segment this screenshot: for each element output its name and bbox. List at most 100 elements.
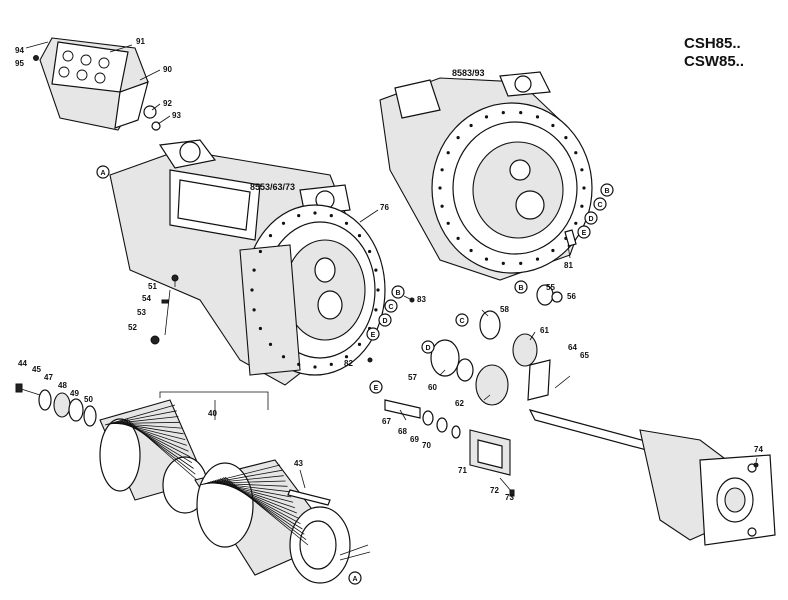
slot-line [104, 404, 176, 426]
marker-e-left: E [366, 327, 380, 341]
bolt-hole [469, 123, 473, 128]
label-69: 69 [410, 435, 419, 444]
label-49: 49 [70, 389, 79, 398]
svg-text:A: A [100, 170, 105, 177]
label-70: 70 [422, 441, 431, 450]
marker-e-right: E [577, 225, 591, 239]
bearing-61-icon [512, 333, 538, 367]
svg-text:B: B [518, 285, 523, 292]
marker-b-right: B [600, 183, 614, 197]
bearing-stack-left [15, 383, 97, 427]
label-55: 55 [546, 283, 555, 292]
small-shaft-parts [384, 399, 461, 439]
bearings-middle [430, 284, 563, 406]
label-54: 54 [142, 294, 151, 303]
washer-56-icon [551, 291, 563, 303]
label-50: 50 [84, 395, 93, 404]
bolt-hole [368, 249, 372, 254]
model-line-2: CSW85.. [684, 53, 744, 70]
slot-line [121, 420, 193, 464]
svg-text:D: D [382, 318, 387, 325]
marker-b-bolt: B [514, 280, 528, 294]
block-71 [469, 429, 515, 497]
label-92: 92 [163, 99, 172, 108]
label-95: 95 [15, 59, 24, 68]
label-52: 52 [128, 323, 137, 332]
label-43: 43 [294, 459, 303, 468]
winding-line [223, 477, 307, 541]
bolt-hole [582, 186, 586, 190]
bolt-hole [456, 136, 460, 140]
bolt-hole [252, 268, 256, 272]
bolt-hole [374, 308, 378, 312]
label-44: 44 [18, 359, 27, 368]
bolt-hole [440, 204, 444, 208]
bolt-hole [374, 268, 378, 272]
svg-text:A: A [352, 576, 357, 583]
bolt-hole [268, 342, 273, 346]
winding-line [224, 476, 309, 546]
label-45: 45 [32, 365, 41, 374]
slot-line [126, 418, 198, 481]
marker-b-left: B [391, 285, 405, 299]
marker-c-left: C [384, 299, 398, 313]
svg-text:B: B [395, 290, 400, 297]
bolt-hole [484, 257, 489, 261]
bolt-hole [297, 362, 301, 366]
label-48: 48 [58, 381, 67, 390]
washer-92-icon [143, 105, 157, 119]
label-58: 58 [500, 305, 509, 314]
svg-text:C: C [459, 318, 464, 325]
bolt-hole [484, 115, 489, 119]
bolt-hole [519, 111, 523, 115]
label-82: 82 [344, 359, 353, 368]
marker-d-right: D [584, 211, 598, 225]
ring-60-icon [456, 358, 474, 382]
bolt-hole [535, 115, 540, 119]
slot-line [123, 419, 194, 469]
slot-line [125, 419, 196, 475]
bolt-hole [564, 136, 568, 140]
bolt-hole [438, 186, 442, 190]
marker-c-right: C [593, 197, 607, 211]
bolt-hole [469, 248, 473, 253]
bolt-hole [344, 355, 349, 359]
bolt-hole [258, 249, 262, 254]
svg-text:E: E [582, 230, 587, 237]
winding-line [219, 478, 303, 530]
svg-text:D: D [588, 216, 593, 223]
bolt-hole [535, 257, 540, 261]
label-73: 73 [505, 493, 514, 502]
winding-line [216, 479, 299, 519]
bolt-hole [574, 221, 578, 225]
label-67: 67 [382, 417, 391, 426]
marker-c-ring: C [455, 313, 469, 327]
marker-d-seal: D [421, 340, 435, 354]
bolt-hole [281, 355, 286, 359]
bolt-hole [357, 234, 362, 238]
bolt-hole [250, 288, 254, 292]
winding-line [221, 477, 305, 535]
label-62: 62 [455, 399, 464, 408]
label-60: 60 [428, 383, 437, 392]
bolt-hole [440, 168, 444, 172]
label-83: 83 [417, 295, 426, 304]
label-76: 76 [380, 203, 389, 212]
label-56: 56 [567, 292, 576, 301]
label-47: 47 [44, 373, 53, 382]
bolt-hole [376, 288, 380, 292]
label-90: 90 [163, 65, 172, 74]
bolt-hole [329, 362, 333, 366]
bolt-hole [580, 204, 584, 208]
marker-d-left: D [378, 313, 392, 327]
bolt-hole [281, 221, 286, 225]
bolt-hole [580, 168, 584, 172]
bolt-hole [313, 211, 317, 215]
bolt-hole [551, 123, 555, 128]
svg-text:E: E [374, 385, 379, 392]
stator-slot-lines [104, 404, 309, 546]
label-91: 91 [136, 37, 145, 46]
marker-a-stator: A [348, 571, 362, 585]
label-64: 64 [568, 343, 577, 352]
